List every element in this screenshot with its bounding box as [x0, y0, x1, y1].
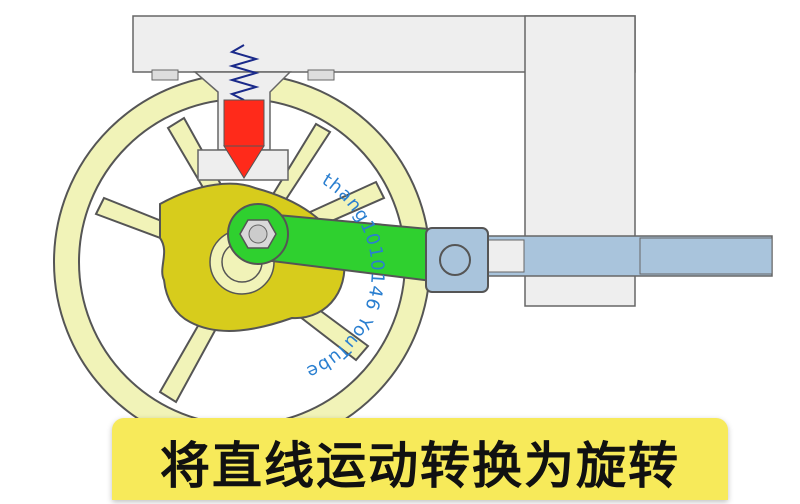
- follower: [223, 99, 265, 179]
- clevis-joint: [425, 227, 489, 293]
- spring: [228, 44, 260, 101]
- caption-banner: 将直线运动转换为旋转: [112, 418, 728, 500]
- crank-pin: [239, 219, 277, 249]
- slider-rod: [471, 235, 773, 277]
- caption-text: 将直线运动转换为旋转: [160, 437, 680, 495]
